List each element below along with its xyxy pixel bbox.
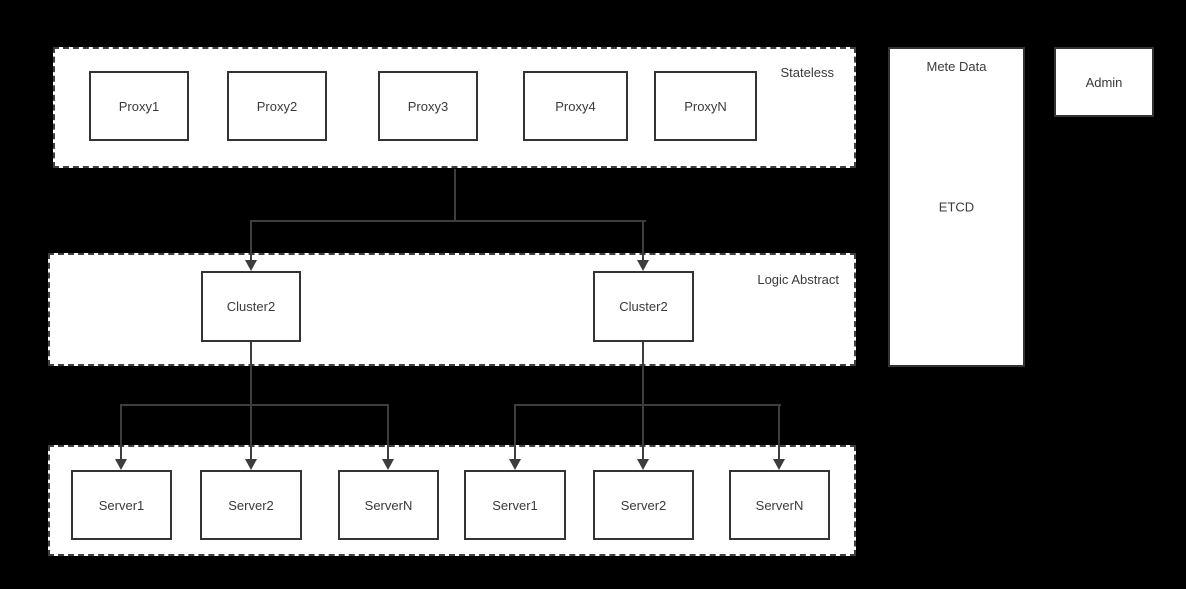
- connector-cluster2-drop: [642, 342, 644, 406]
- connector-into-cluster2: [642, 220, 644, 262]
- node-server1-left: Server1: [71, 470, 172, 540]
- arrowhead-cluster2: [637, 260, 649, 271]
- arrowhead-server2-left: [245, 459, 257, 470]
- arrowhead-serverN-left: [382, 459, 394, 470]
- connector-servers-left-split: [120, 404, 389, 406]
- node-server2-right: Server2: [593, 470, 694, 540]
- logic-abstract-group-label: Logic Abstract: [757, 272, 839, 287]
- connector-servers-right-split: [514, 404, 781, 406]
- node-serverN-left: ServerN: [338, 470, 439, 540]
- node-admin: Admin: [1054, 47, 1154, 117]
- stateless-group-label: Stateless: [780, 65, 834, 80]
- arrowhead-cluster1: [245, 260, 257, 271]
- connector-into-serverN-left: [387, 404, 389, 461]
- node-proxy3: Proxy3: [378, 71, 478, 141]
- connector-into-cluster1: [250, 220, 252, 262]
- arrowhead-server2-right: [637, 459, 649, 470]
- meta-data-title: Mete Data: [926, 59, 987, 74]
- node-proxy1: Proxy1: [89, 71, 189, 141]
- node-server2-left: Server2: [200, 470, 302, 540]
- node-meta-data: Mete Data ETCD: [888, 47, 1025, 367]
- node-server1-right: Server1: [464, 470, 566, 540]
- node-proxy2: Proxy2: [227, 71, 327, 141]
- arrowhead-server1-left: [115, 459, 127, 470]
- connector-into-serverN-right: [778, 404, 780, 461]
- node-cluster-left: Cluster2: [201, 271, 301, 342]
- connector-cluster-split: [250, 220, 646, 222]
- connector-into-server2-right: [642, 404, 644, 461]
- node-serverN-right: ServerN: [729, 470, 830, 540]
- logic-abstract-group-container: Logic Abstract: [48, 253, 856, 366]
- servers-group-container: [48, 445, 856, 556]
- connector-into-server1-left: [120, 404, 122, 461]
- node-proxyN: ProxyN: [654, 71, 757, 141]
- node-cluster-right: Cluster2: [593, 271, 694, 342]
- arrowhead-serverN-right: [773, 459, 785, 470]
- arrowhead-server1-right: [509, 459, 521, 470]
- node-proxy4: Proxy4: [523, 71, 628, 141]
- connector-cluster1-drop: [250, 342, 252, 406]
- connector-stateless-drop: [454, 169, 456, 222]
- connector-into-server2-left: [250, 404, 252, 461]
- node-etcd: ETCD: [938, 199, 975, 215]
- connector-into-server1-right: [514, 404, 516, 461]
